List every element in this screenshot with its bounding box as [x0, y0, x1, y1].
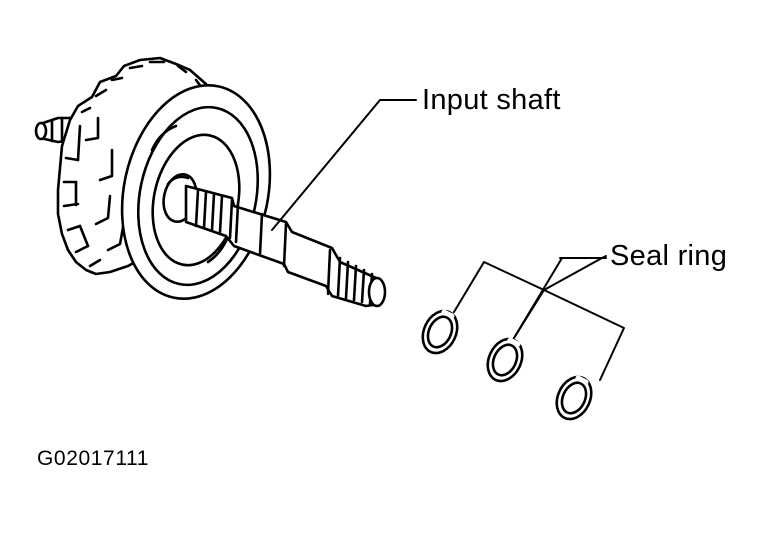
input-shaft-leader: [271, 99, 417, 231]
seal-ring-leader: [453, 255, 625, 381]
seal-ring-2: [486, 337, 524, 383]
input-shaft: [184, 184, 387, 308]
input-shaft-drum: [34, 56, 272, 300]
seal-ring-3: [555, 375, 593, 421]
seal-ring-label: Seal ring: [610, 240, 728, 272]
figure-id: G02017111: [37, 447, 150, 470]
input-shaft-label: Input shaft: [422, 84, 561, 116]
seal-ring-1: [421, 309, 459, 355]
